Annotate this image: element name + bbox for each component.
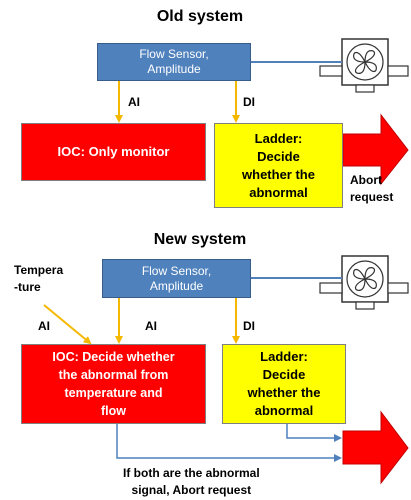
old-ai-label: AI (128, 95, 140, 109)
new-system-title: New system (153, 231, 247, 248)
old-abort-arrow (342, 113, 409, 186)
old-ioc-box: IOC: Only monitor (21, 123, 206, 181)
new-ai-temp-label: AI (38, 319, 50, 333)
old-ladder-box: Ladder: Decide whether the abnormal (214, 123, 343, 208)
new-ioc-output-line (116, 424, 342, 462)
new-ioc-box: IOC: Decide whether the abnormal from te… (21, 344, 206, 424)
old-fan-icon (319, 38, 409, 93)
temperature-label: Tempera -ture (14, 263, 64, 294)
new-ladder-output-line (286, 424, 342, 442)
new-abort-label: If both are the abnormal signal, Abort r… (123, 466, 260, 497)
new-abort-arrow (342, 410, 409, 485)
new-ladder-box: Ladder: Decide whether the abnormal (222, 344, 346, 424)
old-flow-sensor-box: Flow Sensor, Amplitude (97, 43, 251, 81)
old-system-title: Old system (156, 8, 244, 25)
old-di-label: DI (243, 95, 255, 109)
new-di-label: DI (243, 319, 255, 333)
new-ai-flow-label: AI (145, 319, 157, 333)
new-fan-icon (319, 255, 409, 310)
old-abort-label: Abort request (350, 173, 394, 204)
new-temp-ai-arrow (43, 304, 92, 345)
new-flow-sensor-box: Flow Sensor, Amplitude (102, 259, 251, 298)
